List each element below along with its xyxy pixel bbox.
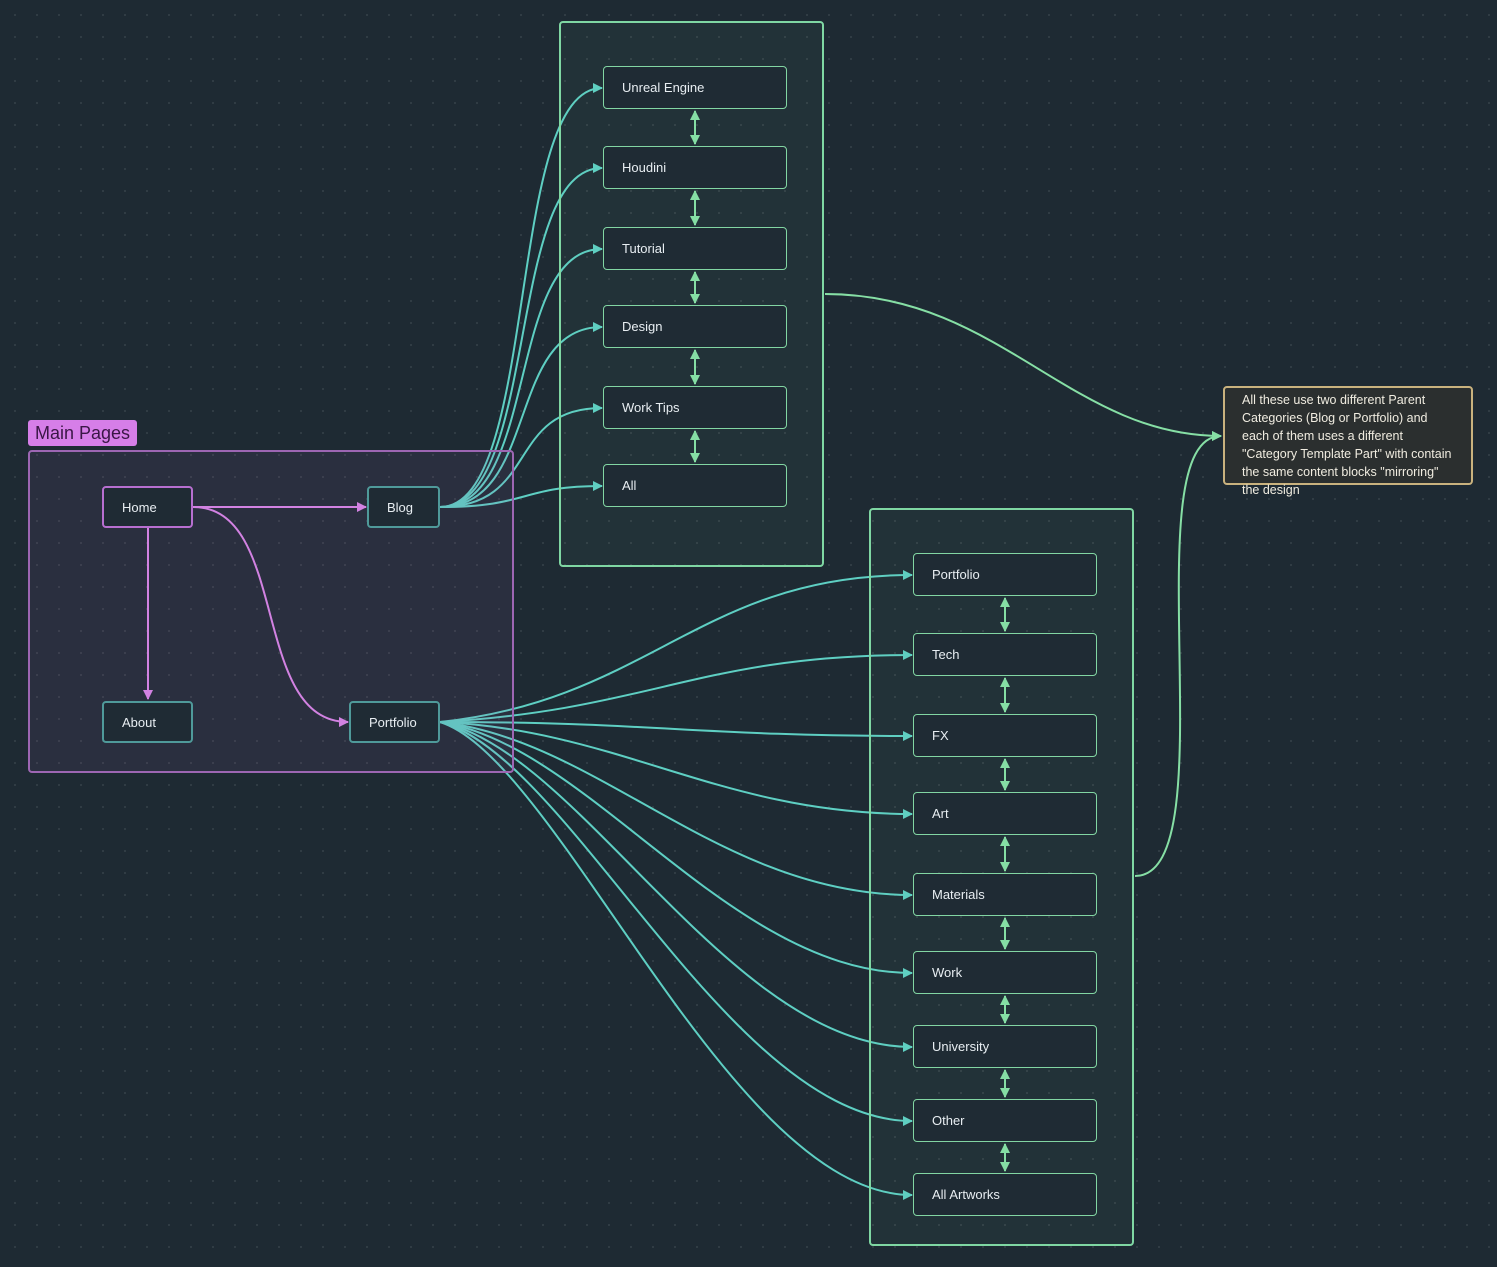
edge-blog-to-work-tips [439,403,603,508]
edge-portfolio-to-all-artworks [439,721,913,1200]
node-blog[interactable]: Blog [367,486,440,528]
edge-portfolio-to-university [439,721,913,1052]
edge-portfolio-to-materials [439,721,913,900]
edge-blog-to-tutorial [439,244,603,508]
main-pages-group[interactable] [28,450,514,773]
node-portfolio-category[interactable]: Work [913,951,1097,994]
node-portfolio-category[interactable]: All Artworks [913,1173,1097,1216]
node-portfolio[interactable]: Portfolio [349,701,440,743]
note-card[interactable]: All these use two different Parent Categ… [1223,386,1473,497]
edge-portfolio-to-work [439,721,913,978]
node-blog-category[interactable]: Unreal Engine [603,66,787,109]
edge-portfolio-group-to-note [1134,431,1222,877]
main-pages-group-label[interactable]: Main Pages [28,420,138,446]
edge-blog-group-to-note [824,293,1222,441]
node-portfolio-category[interactable]: Materials [913,873,1097,916]
edge-blog-to-design [439,322,603,508]
blog-edges [439,83,603,508]
node-blog-category[interactable]: Houdini [603,146,787,189]
node-blog-category[interactable]: Tutorial [603,227,787,270]
edge-blog-to-houdini [439,163,603,508]
edge-blog-to-all [439,481,603,508]
node-portfolio-category[interactable]: FX [913,714,1097,757]
node-portfolio-category[interactable]: Other [913,1099,1097,1142]
portfolio-edges [439,570,913,1200]
edge-portfolio-to-portfolio [439,570,913,723]
node-about[interactable]: About [102,701,193,743]
edge-blog-to-unreal-engine [439,83,603,508]
node-portfolio-category[interactable]: University [913,1025,1097,1068]
edge-home-to-portfolio [192,506,349,727]
edge-portfolio-to-art [439,721,913,819]
edge-portfolio-to-other [439,721,913,1126]
node-home[interactable]: Home [102,486,193,528]
node-blog-category[interactable]: All [603,464,787,507]
edge-portfolio-to-tech [439,650,913,723]
node-blog-category[interactable]: Work Tips [603,386,787,429]
node-portfolio-category[interactable]: Art [913,792,1097,835]
node-blog-category[interactable]: Design [603,305,787,348]
node-portfolio-category[interactable]: Tech [913,633,1097,676]
node-portfolio-category[interactable]: Portfolio [913,553,1097,596]
edge-portfolio-to-fx [439,721,913,741]
